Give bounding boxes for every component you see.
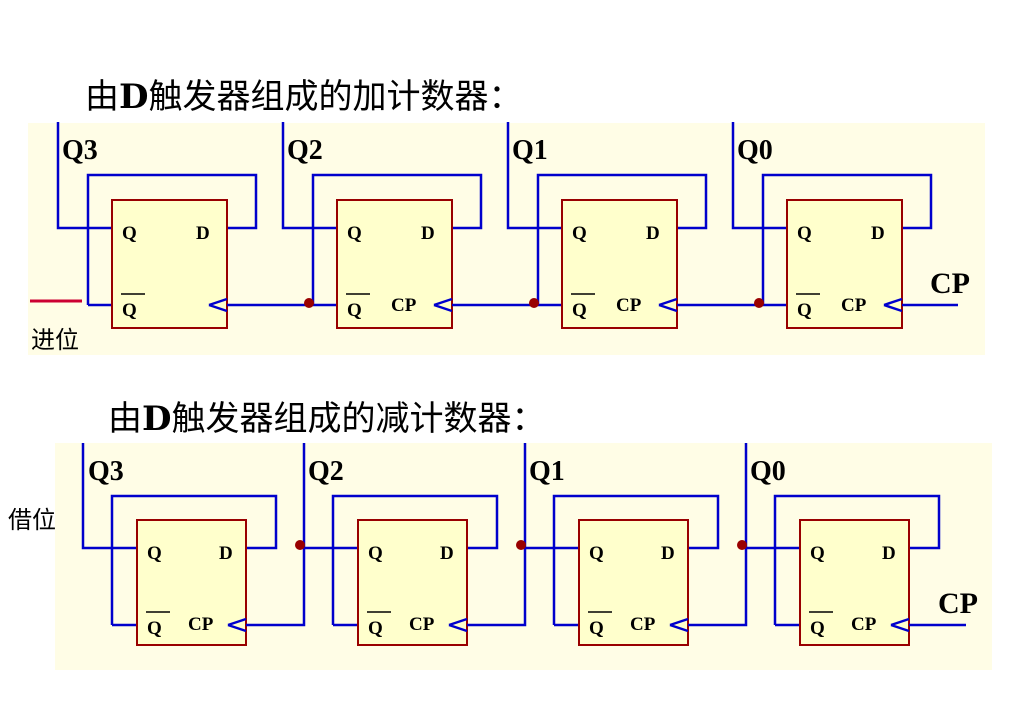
upper-label-q1: Q1 [512, 135, 548, 166]
lower-clock-label: CP [938, 587, 978, 620]
pin-qbar: Q [810, 618, 825, 639]
pin-q: Q [589, 543, 604, 564]
carry-label: 进位 [31, 326, 79, 354]
pin-q: Q [122, 223, 137, 244]
upper-label-q3: Q3 [62, 135, 98, 166]
pin-d: D [196, 223, 210, 244]
upper-label-q2: Q2 [287, 135, 323, 166]
lower-flipflop-q2: Q D Q CP [246, 443, 499, 646]
upper-counter: Q D Q Q D Q CP Q D [30, 122, 970, 354]
lower-title: 由D触发器组成的减计数器： [108, 399, 545, 439]
lower-flipflop-q1: Q D Q CP [467, 443, 720, 646]
lower-label-q0: Q0 [750, 456, 786, 487]
pin-qbar: Q [347, 300, 362, 321]
pin-d: D [882, 543, 896, 564]
upper-flipflop-q0: Q D Q CP [677, 122, 933, 329]
pin-q: Q [347, 223, 362, 244]
upper-flipflop-q2: Q D Q CP [227, 122, 483, 329]
lower-label-q3: Q3 [88, 456, 124, 487]
pin-qbar: Q [147, 618, 162, 639]
pin-qbar: Q [797, 300, 812, 321]
pin-qbar: Q [589, 618, 604, 639]
lower-flipflop-q0: Q D Q CP [688, 443, 941, 646]
pin-q: Q [368, 543, 383, 564]
pin-d: D [661, 543, 675, 564]
pin-d: D [440, 543, 454, 564]
pin-cp: CP [841, 295, 867, 316]
pin-cp: CP [391, 295, 417, 316]
lower-label-q1: Q1 [529, 456, 565, 487]
pin-cp: CP [630, 614, 656, 635]
pin-qbar: Q [368, 618, 383, 639]
upper-label-q0: Q0 [737, 135, 773, 166]
pin-q: Q [572, 223, 587, 244]
pin-d: D [646, 223, 660, 244]
pin-cp: CP [409, 614, 435, 635]
lower-counter: Q D Q CP Q D Q CP [8, 443, 978, 646]
pin-d: D [421, 223, 435, 244]
upper-flipflop-q3: Q D Q [56, 122, 258, 329]
borrow-label: 借位 [8, 506, 56, 534]
upper-flipflop-q1: Q D Q CP [452, 122, 708, 329]
upper-title: 由D触发器组成的加计数器： [85, 77, 522, 117]
pin-cp: CP [188, 614, 214, 635]
pin-qbar: Q [572, 300, 587, 321]
pin-q: Q [810, 543, 825, 564]
pin-qbar: Q [122, 300, 137, 321]
lower-flipflop-q3: Q D Q CP [81, 443, 278, 646]
pin-cp: CP [851, 614, 877, 635]
pin-d: D [871, 223, 885, 244]
pin-d: D [219, 543, 233, 564]
pin-q: Q [147, 543, 162, 564]
upper-clock-label: CP [930, 267, 970, 300]
lower-label-q2: Q2 [308, 456, 344, 487]
pin-cp: CP [616, 295, 642, 316]
pin-q: Q [797, 223, 812, 244]
